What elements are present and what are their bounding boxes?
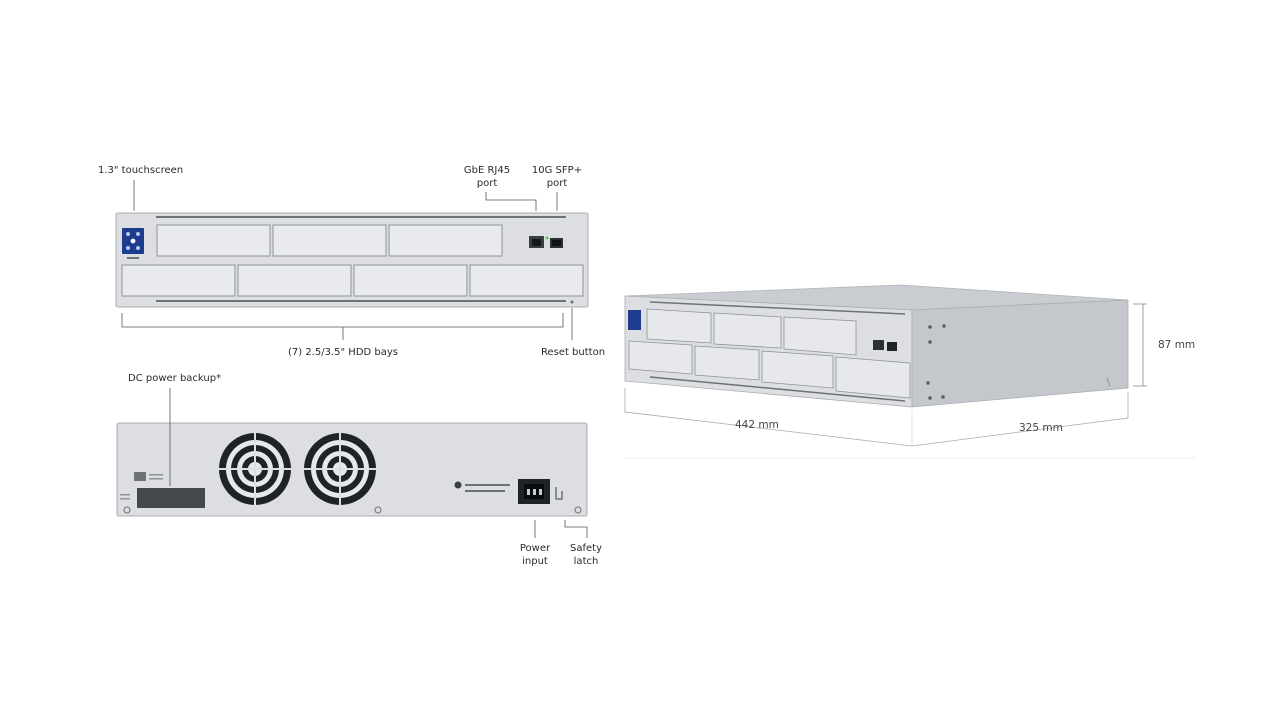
label-rj45: GbE RJ45 port [462,164,512,190]
hdd-bay [121,264,236,297]
hdd-bay [694,345,760,381]
rj45-port [873,340,884,350]
reset-button-hole [570,300,574,304]
callout-safety-latch [564,520,588,538]
rear-label-text [149,474,163,476]
safety-latch [555,487,563,500]
hdd-bay [353,264,468,297]
ubiquiti-logo-icon [454,481,462,489]
label-latch-line1: Safety [570,543,602,554]
label-reset: Reset button [540,347,606,358]
regulatory-marks [465,484,510,486]
label-latch-line2: latch [573,556,599,567]
touchscreen-icon [136,232,140,236]
dc-backup-slot [137,488,205,508]
screw-icon [374,506,382,514]
label-touchscreen: 1.3" touchscreen [98,165,184,176]
callout-rj45 [485,192,537,211]
label-sfp: 10G SFP+ port [530,164,584,190]
chassis-side-face [911,299,1129,408]
label-sfp-line2: port [546,178,568,189]
screw-icon [123,506,131,514]
touchscreen-icon [126,232,130,236]
screw-icon [941,395,945,399]
touchscreen-icon [130,238,136,244]
rj45-led [545,236,549,240]
hdd-bay [761,350,834,389]
rj45-port-inner [532,239,541,246]
hdd-bay [237,264,352,297]
power-pin [539,489,542,495]
dimension-height: 87 mm [1158,339,1196,351]
touchscreen-icon [126,246,130,250]
rear-spec-text [120,498,130,500]
regulatory-marks [465,490,505,492]
screw-icon [926,381,930,385]
width-dimension-line [624,388,913,447]
hdd-bay [783,316,857,356]
label-hdd-bays: (7) 2.5/3.5" HDD bays [288,347,398,358]
front-bottom-vent [649,376,906,402]
perspective-view-diagram [624,284,1195,459]
sfp-port-inner [552,240,561,246]
label-rj45-line2: port [476,178,498,189]
hdd-bay [713,312,782,349]
label-safety-latch: Safety latch [563,542,609,568]
rear-label-sticker [134,472,146,481]
hdd-bay [388,224,503,257]
touchscreen-icon [136,246,140,250]
ubiquiti-logo-icon [1106,377,1111,387]
hdd-bay [835,356,911,399]
hdd-bay [628,340,693,375]
hdd-bay [469,264,584,297]
label-rj45-line1: GbE RJ45 [463,165,511,176]
screw-icon [928,340,932,344]
label-power-line1: Power [519,543,551,554]
sfp-port [887,342,897,351]
rear-label-text [149,478,163,480]
label-sfp-line1: 10G SFP+ [531,165,583,176]
screw-icon [942,324,946,328]
power-pin [527,489,530,495]
screw-icon [574,506,582,514]
hdd-bay [272,224,387,257]
hdd-bracket [121,313,564,328]
fan-left [219,433,291,505]
label-dc-backup: DC power backup* [128,373,222,384]
dimension-width: 442 mm [735,419,779,431]
front-top-vent [649,301,906,315]
front-view-diagram [115,180,589,340]
rear-view-diagram [116,388,588,538]
hdd-bay [646,308,712,344]
label-power-input: Power input [512,542,558,568]
fan-right [304,433,376,505]
rear-spec-text [120,494,130,496]
touchscreen-display [628,310,641,330]
depth-dimension-line [911,392,1129,447]
hdd-bay [156,224,271,257]
model-label [127,257,139,259]
dimension-depth: 325 mm [1019,422,1063,434]
screw-icon [928,396,932,400]
power-pin [533,489,536,495]
screw-icon [928,325,932,329]
label-power-line2: input [522,556,548,567]
